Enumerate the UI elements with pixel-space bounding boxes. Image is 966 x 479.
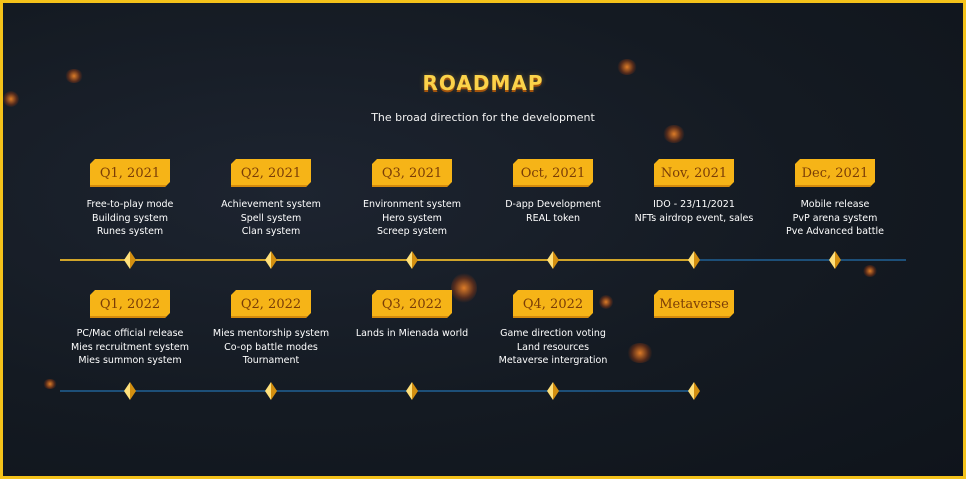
milestone-badge-q1-2022: Q1, 2022: [90, 290, 170, 318]
milestone-item: Hero system: [382, 212, 442, 224]
ember-decoration: [599, 295, 613, 309]
milestone-badge-q2-2022: Q2, 2022: [231, 290, 311, 318]
milestone-description: Free-to-play mode Building system Runes …: [55, 198, 205, 239]
milestone-item: Mies mentorship system: [212, 328, 330, 339]
diamond-marker-icon: [688, 251, 700, 269]
ember-decoration: [451, 273, 477, 303]
milestone-badge-q2-2021: Q2, 2021: [231, 159, 311, 187]
timeline-line-completed: [60, 259, 696, 261]
diamond-marker-icon: [829, 251, 841, 269]
milestone-item: Mies summon system: [78, 355, 182, 366]
diamond-marker-icon: [547, 251, 559, 269]
milestone-item: Free-to-play mode: [86, 199, 174, 210]
milestone-description: IDO - 23/11/2021 NFTs airdrop event, sal…: [619, 198, 769, 225]
ember-decoration: [663, 125, 685, 143]
milestone-item: IDO - 23/11/2021: [653, 199, 735, 210]
milestone-item: REAL token: [526, 212, 580, 224]
milestone-badge-q3-2021: Q3, 2021: [372, 159, 452, 187]
milestone-item: Screep system: [376, 226, 448, 237]
milestone-badge-oct-2021: Oct, 2021: [513, 159, 593, 187]
milestone-description: Mies mentorship system Co-op battle mode…: [196, 327, 346, 368]
milestone-item: Mobile release: [800, 199, 870, 210]
diamond-marker-icon: [124, 382, 136, 400]
milestone-item: Clan system: [241, 226, 301, 237]
milestone-item: Metaverse intergration: [498, 355, 608, 366]
milestone-badge-q1-2021: Q1, 2021: [90, 159, 170, 187]
timeline-line-upcoming: [696, 259, 906, 261]
milestone-description: Environment system Hero system Screep sy…: [337, 198, 487, 239]
milestone-description: PC/Mac official release Mies recruitment…: [55, 327, 205, 368]
milestone-description: Game direction voting Land resources Met…: [478, 327, 628, 368]
milestone-badge-dec-2021: Dec, 2021: [795, 159, 875, 187]
diamond-marker-icon: [406, 382, 418, 400]
milestone-item: Environment system: [362, 199, 462, 210]
ember-decoration: [863, 265, 877, 277]
diamond-marker-icon: [688, 382, 700, 400]
milestone-description: Lands in Mienada world: [337, 327, 487, 341]
milestone-description: D-app Development REAL token: [478, 198, 628, 225]
diamond-marker-icon: [265, 251, 277, 269]
timeline-line-upcoming: [60, 390, 696, 392]
milestone-item: Building system: [92, 212, 168, 224]
milestone-badge-metaverse: Metaverse: [654, 290, 734, 318]
milestone-item: Co-op battle modes: [224, 341, 318, 353]
milestone-description: Achievement system Spell system Clan sys…: [196, 198, 346, 239]
milestone-item: Pve Advanced battle: [786, 226, 884, 237]
milestone-description: Mobile release PvP arena system Pve Adva…: [760, 198, 910, 239]
milestone-item: Achievement system: [221, 199, 321, 210]
milestone-item: Mies recruitment system: [71, 341, 189, 353]
milestone-item: PC/Mac official release: [76, 328, 184, 339]
milestone-item: Tournament: [242, 355, 300, 366]
ember-decoration: [65, 69, 83, 83]
diamond-marker-icon: [406, 251, 418, 269]
ember-decoration: [3, 91, 19, 107]
diamond-marker-icon: [124, 251, 136, 269]
milestone-badge-nov-2021: Nov, 2021: [654, 159, 734, 187]
milestone-item: Spell system: [240, 212, 302, 224]
page-subtitle: The broad direction for the development: [371, 111, 595, 124]
ember-decoration: [627, 343, 653, 363]
milestone-badge-q3-2022: Q3, 2022: [372, 290, 452, 318]
milestone-item: NFTs airdrop event, sales: [634, 212, 754, 224]
diamond-marker-icon: [265, 382, 277, 400]
page-title: ROADMAP: [422, 71, 544, 95]
diamond-marker-icon: [547, 382, 559, 400]
milestone-item: Runes system: [96, 226, 164, 237]
milestone-item: PvP arena system: [792, 212, 878, 224]
milestone-item: Lands in Mienada world: [355, 328, 469, 339]
milestone-badge-q4-2022: Q4, 2022: [513, 290, 593, 318]
milestone-item: Game direction voting: [500, 328, 606, 339]
milestone-item: Land resources: [516, 341, 590, 353]
milestone-item: D-app Development: [505, 199, 601, 210]
ember-decoration: [43, 379, 57, 389]
ember-decoration: [617, 59, 637, 75]
